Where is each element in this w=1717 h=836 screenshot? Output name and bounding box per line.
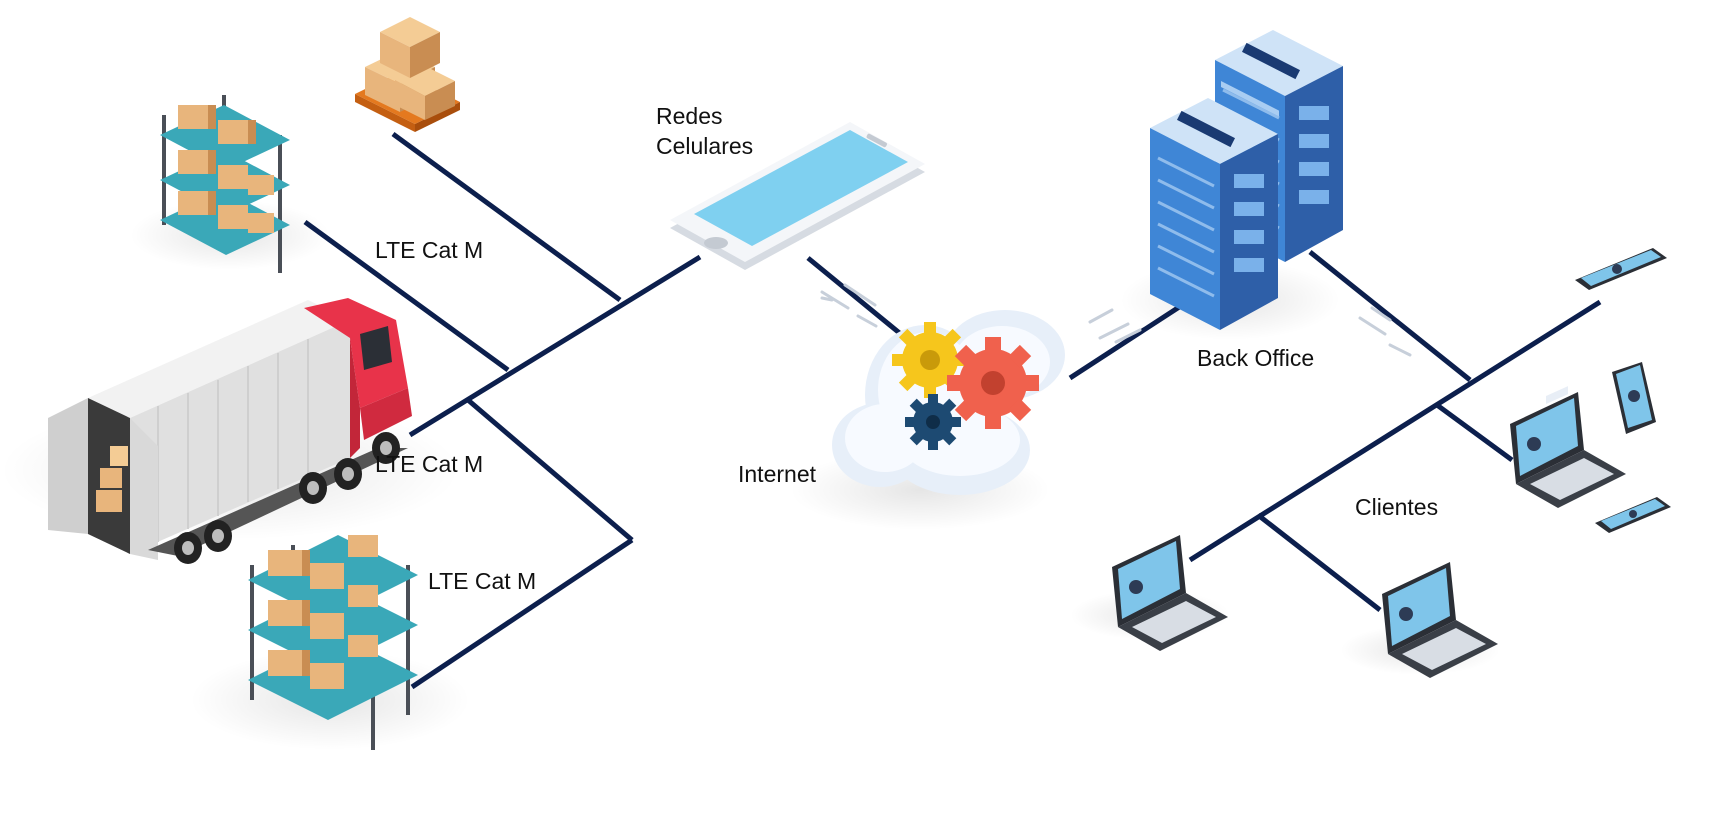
link-pallet: [391, 131, 622, 303]
client-laptop-right-icon: [1510, 386, 1626, 508]
connection-lines: [303, 131, 1602, 690]
warehouse-rack-icon: [160, 95, 290, 273]
link-main-trunk: [408, 254, 702, 438]
client-phone-top-icon: [1575, 248, 1667, 290]
label-lte-mid: LTE Cat M: [375, 451, 484, 477]
pallet-of-boxes-icon: [355, 17, 460, 132]
cloud-gears-icon: [832, 310, 1065, 495]
gear-navy-icon: [905, 394, 961, 450]
gear-red-icon: [947, 337, 1039, 429]
client-devices-icon: [1112, 248, 1671, 678]
link-rack-bottom: [410, 537, 634, 690]
client-laptop-left-icon: [1112, 535, 1228, 651]
label-lte-bottom: LTE Cat M: [428, 568, 537, 594]
link-cloud-servers: [1068, 297, 1192, 381]
smartphone-icon: [670, 122, 925, 270]
signal-arrows: [820, 283, 1412, 357]
delivery-truck-icon: [48, 298, 412, 564]
label-lte-top: LTE Cat M: [375, 237, 484, 263]
label-clientes: Clientes: [1355, 494, 1439, 520]
label-back-office: Back Office: [1197, 345, 1315, 371]
client-phone-bottom-icon: [1595, 497, 1671, 533]
label-redes-celulares: Redes Celulares: [656, 103, 754, 159]
link-clients-laptop-mid: [1256, 513, 1382, 612]
client-laptop-mid-icon: [1382, 562, 1498, 678]
gear-yellow-icon: [892, 322, 968, 398]
link-lower-branch: [466, 398, 634, 542]
warehouse-rack-icon: [248, 535, 418, 750]
link-phone-cloud: [806, 256, 910, 342]
client-tablet-icon: [1612, 362, 1656, 434]
link-clients-laptop-right: [1435, 402, 1514, 463]
link-servers-clients: [1308, 250, 1472, 382]
link-rack-top: [303, 219, 510, 373]
label-internet: Internet: [738, 461, 816, 487]
server-towers-icon: [1150, 30, 1343, 330]
